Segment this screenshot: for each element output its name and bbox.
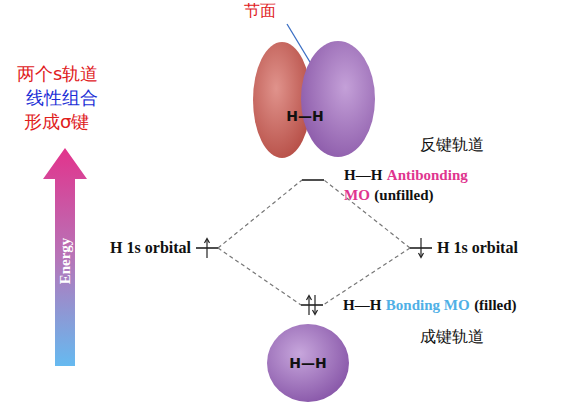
- atomic-orbital-level: H 1s orbital: [410, 236, 518, 260]
- energy-level: [196, 236, 218, 260]
- electron-spin-down: [420, 238, 421, 257]
- orbital-type-label: 反键轨道: [420, 135, 484, 156]
- nodal-plane-label: 节面: [244, 1, 276, 22]
- orbital-surface: H—H: [250, 38, 378, 162]
- molecular-orbital-level: H—HAntibonding MO(unfilled): [302, 168, 324, 192]
- dashed-correlation-line: [218, 248, 301, 305]
- bonding-orbital: [267, 324, 349, 402]
- dashed-correlation-line: [218, 180, 302, 248]
- level-caption: H—H Bonding MO(filled): [343, 295, 583, 315]
- bond-symbol: H—H: [289, 355, 326, 371]
- orbital-name: H 1s orbital: [110, 239, 191, 257]
- energy-level: [301, 293, 323, 317]
- level-caption-part: Bonding MO: [386, 297, 470, 313]
- level-caption-part: H—H: [344, 167, 382, 183]
- positive-lobe: [301, 41, 375, 157]
- level-caption-part: (filled): [474, 297, 517, 313]
- annotation-line: 形成σ键: [24, 110, 89, 134]
- annotation-line: 两个s轨道: [17, 62, 98, 86]
- energy-arrow: [43, 148, 87, 366]
- electron-spin-up: [206, 239, 207, 258]
- electron-spin-down: [314, 295, 315, 314]
- atomic-orbital-level: H 1s orbital: [110, 236, 218, 260]
- energy-axis-label: Energy: [56, 226, 74, 296]
- orbital-surface: H—H: [266, 323, 350, 403]
- electron-spin-up: [308, 296, 309, 315]
- annotation-line: 线性组合: [26, 86, 98, 110]
- level-caption-part: (unfilled): [374, 187, 433, 203]
- orbital-name: H 1s orbital: [437, 239, 518, 257]
- bond-symbol: H—H: [286, 108, 323, 124]
- energy-level: [302, 168, 324, 192]
- dashed-correlation-line: [323, 248, 410, 305]
- orbital-type-label: 成键轨道: [420, 327, 484, 348]
- antibonding-lobes: [250, 38, 378, 162]
- level-caption-part: H—H: [343, 297, 381, 313]
- level-caption: H—HAntibonding MO(unfilled): [344, 165, 494, 205]
- molecular-orbital-level: H—HBonding MO(filled): [301, 293, 323, 317]
- energy-level: [410, 236, 432, 260]
